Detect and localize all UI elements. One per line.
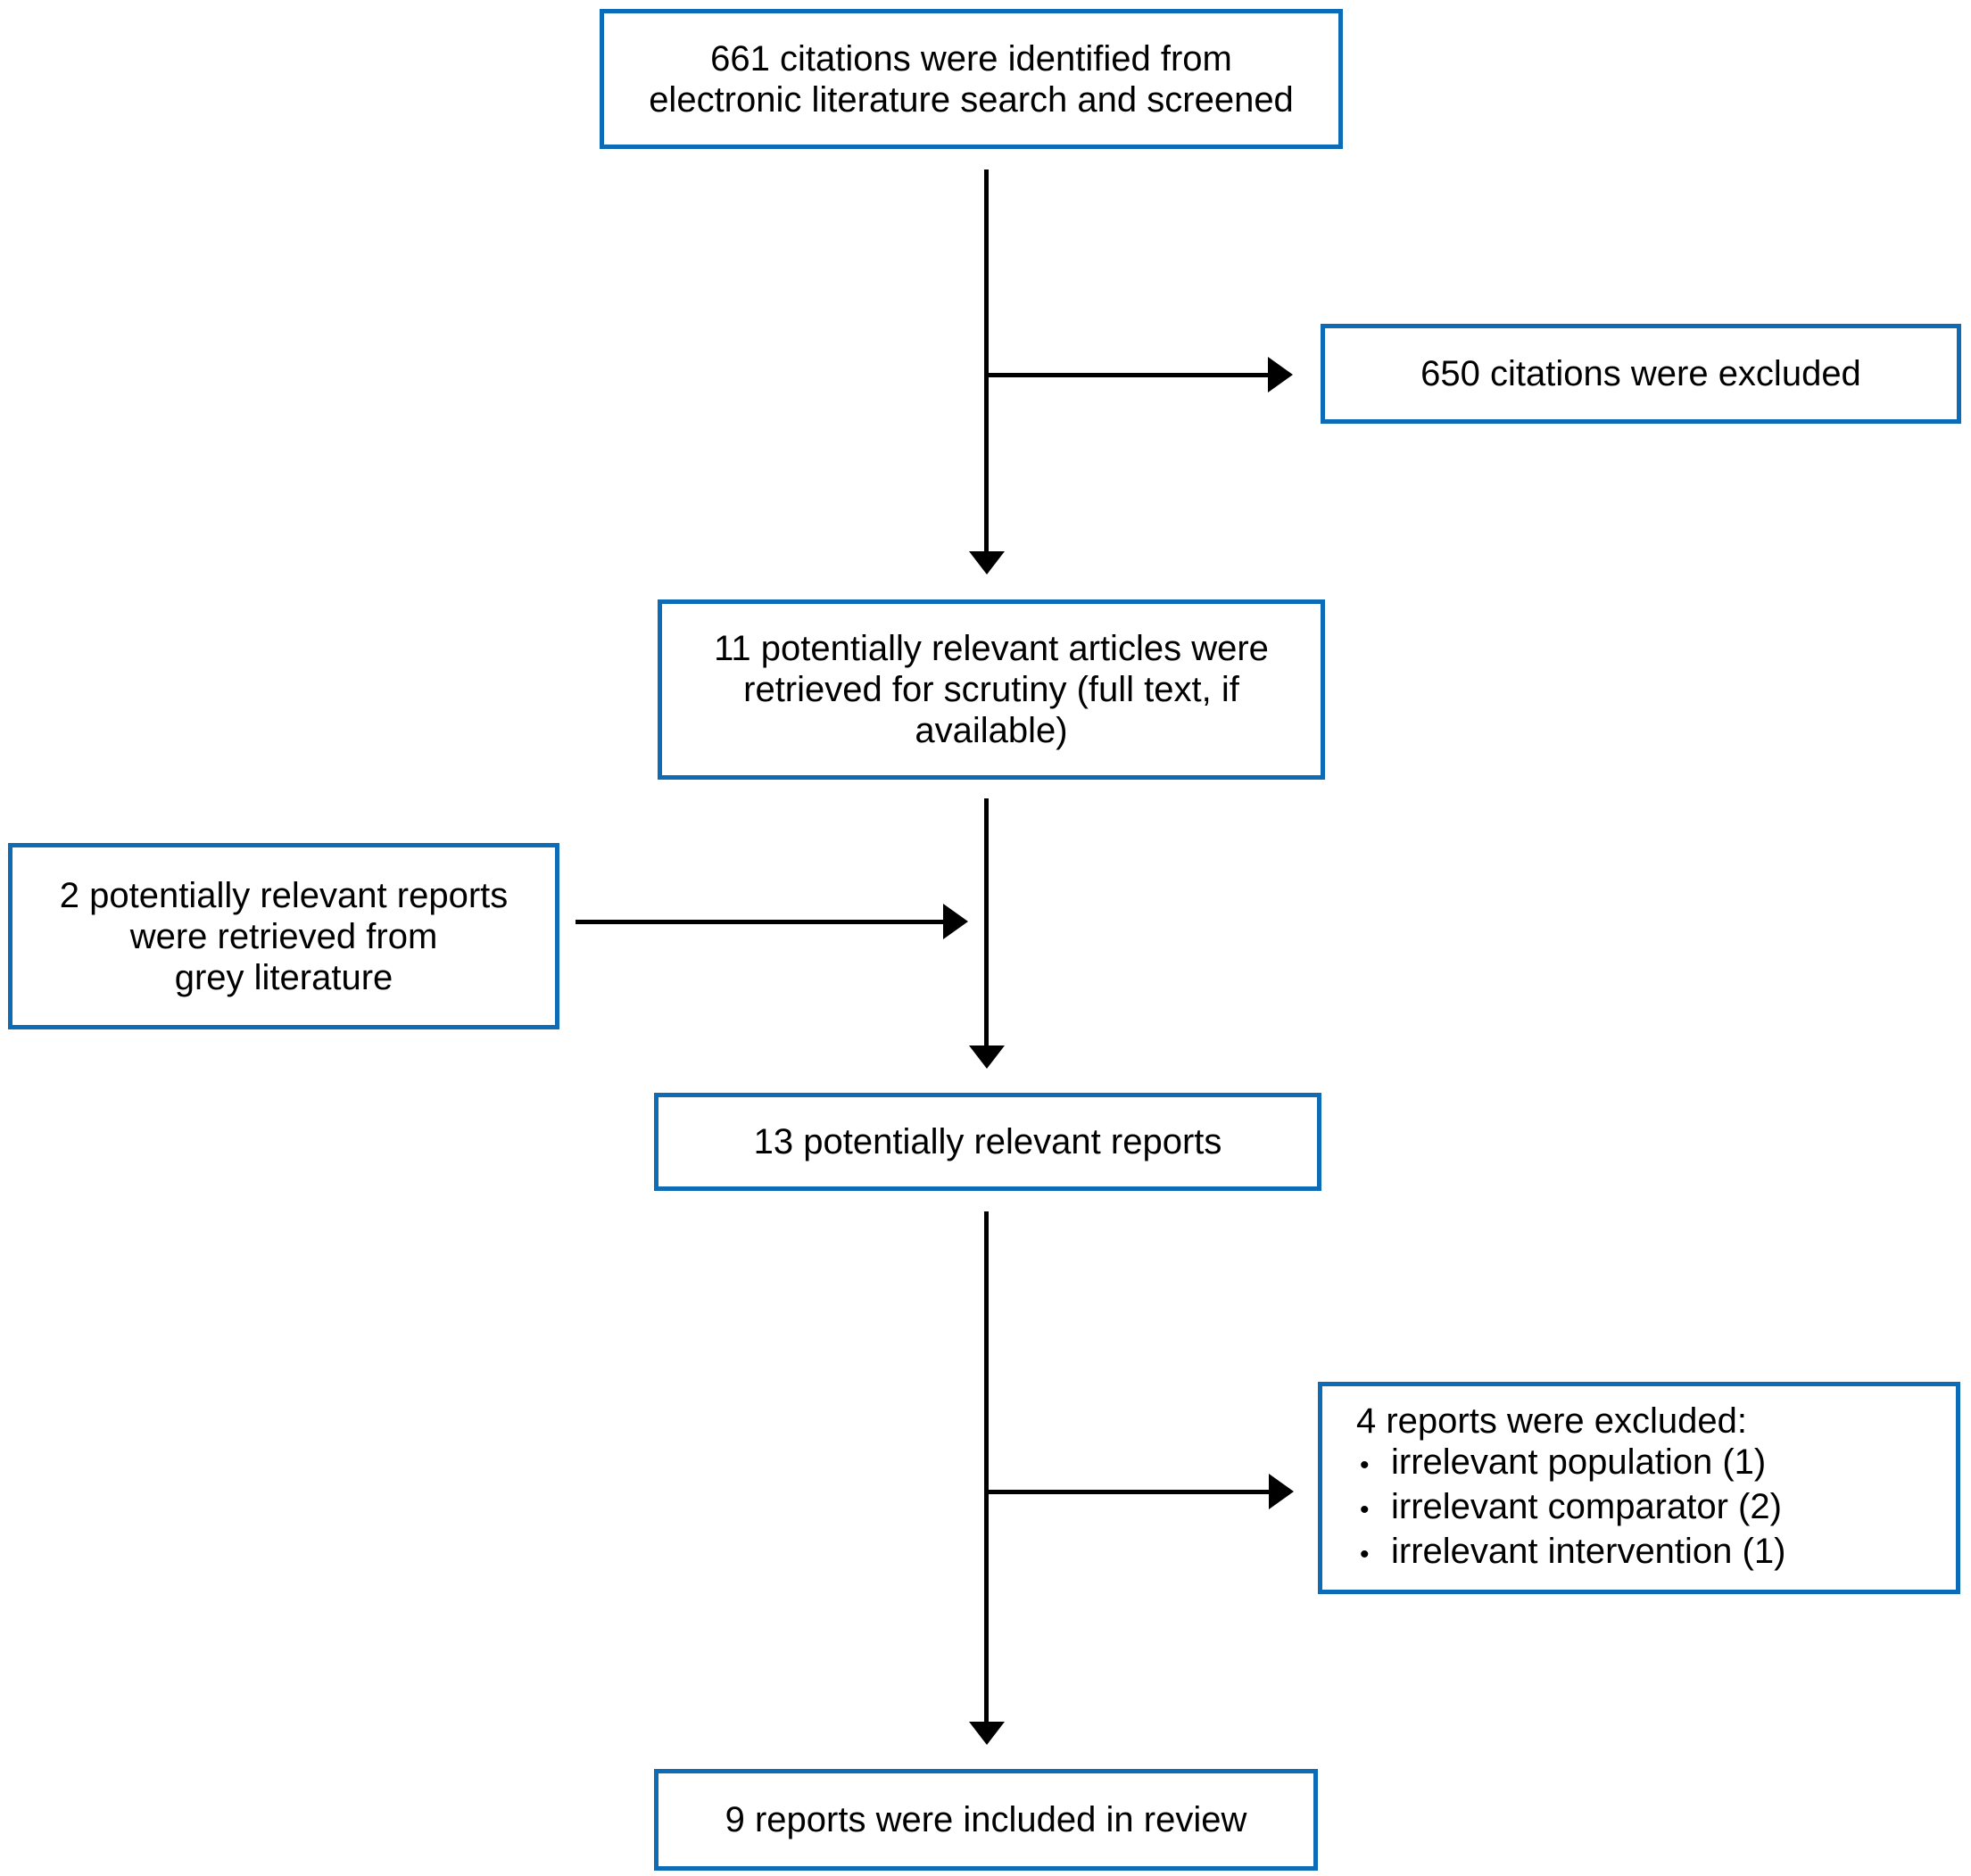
connector-grey-literature-line [576,920,945,924]
node-relevant-reports: 13 potentially relevant reports [654,1093,1321,1191]
connector-retrieved-to-reports-line [984,798,989,1045]
connector-branch-excluded-reports-line [984,1490,1271,1494]
node-retrieved-articles-line-2: retrieved for scrutiny (full text, if [743,670,1239,709]
connector-grey-literature-arrowhead-icon [943,904,968,939]
connector-reports-to-included-arrowhead-icon [969,1722,1005,1745]
node-included-reports: 9 reports were included in review [654,1769,1318,1871]
node-identified-citations: 661 citations were identified from elect… [600,9,1343,149]
connector-reports-to-included-line [984,1211,989,1722]
node-retrieved-articles-line-1: 11 potentially relevant articles were [714,629,1269,668]
bullet-icon: • [1360,1540,1370,1569]
node-relevant-reports-line-1: 13 potentially relevant reports [753,1122,1222,1161]
node-excluded-reports-bullet-2: • irrelevant comparator (2) [1360,1486,1782,1531]
node-retrieved-articles-line-3: available) [915,711,1068,750]
connector-branch-excluded-citations-line [984,373,1270,377]
node-identified-citations-line-1: 661 citations were identified from [710,38,1232,79]
connector-retrieved-to-reports-arrowhead-icon [969,1045,1005,1069]
node-excluded-reports-bullet-2-text: irrelevant comparator (2) [1391,1487,1782,1526]
node-grey-literature: 2 potentially relevant reports were retr… [8,843,559,1029]
bullet-icon: • [1360,1450,1370,1480]
node-excluded-reports-bullet-1-text: irrelevant population (1) [1391,1442,1767,1482]
connector-branch-excluded-citations-arrowhead-icon [1268,357,1293,393]
node-included-reports-line-1: 9 reports were included in review [725,1800,1247,1839]
node-identified-citations-line-2: electronic literature search and screene… [649,79,1294,120]
node-excluded-reports: 4 reports were excluded: • irrelevant po… [1318,1382,1960,1594]
node-excluded-reports-title: 4 reports were excluded: [1356,1401,1748,1441]
node-grey-literature-line-2: were retrieved from [129,916,438,956]
node-excluded-reports-bullet-3: • irrelevant intervention (1) [1360,1531,1785,1575]
bullet-icon: • [1360,1495,1370,1525]
connector-identified-to-retrieved-arrowhead-icon [969,551,1005,574]
node-excluded-reports-bullet-3-text: irrelevant intervention (1) [1391,1532,1786,1571]
node-excluded-citations: 650 citations were excluded [1321,324,1961,424]
connector-identified-to-retrieved-line [984,169,989,551]
connector-branch-excluded-reports-arrowhead-icon [1269,1474,1294,1509]
node-retrieved-articles: 11 potentially relevant articles were re… [658,599,1325,780]
node-grey-literature-line-1: 2 potentially relevant reports [59,875,509,915]
node-excluded-citations-line-1: 650 citations were excluded [1420,354,1861,393]
node-excluded-reports-bullet-1: • irrelevant population (1) [1360,1442,1766,1486]
node-grey-literature-line-3: grey literature [174,957,393,997]
